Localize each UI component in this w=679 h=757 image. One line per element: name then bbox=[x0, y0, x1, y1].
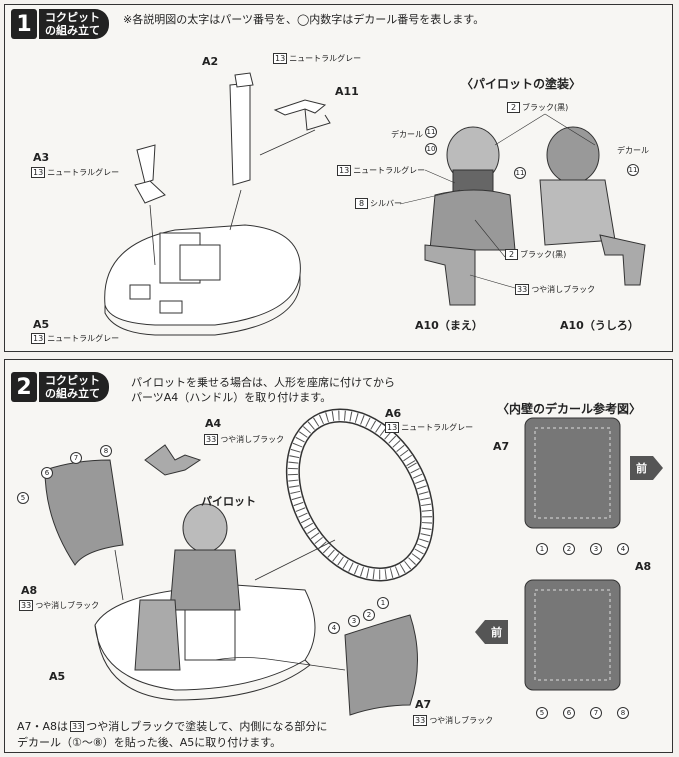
paint-a5: 13 ニュートラルグレー bbox=[31, 333, 119, 344]
bottom-line1-pre: A7・A8は bbox=[17, 720, 69, 733]
pilot-silver-num: 8 bbox=[355, 198, 368, 209]
step2-note-line1: パイロットを乗せる場合は、人形を座席に付けてから bbox=[131, 376, 395, 389]
pilot-paint-title: 〈パイロットの塗装〉 bbox=[461, 77, 582, 91]
part-a5-label: A5 bbox=[33, 318, 50, 331]
paint-a4-name: つや消しブラック bbox=[220, 435, 285, 444]
bottom-line1-num: 33 bbox=[70, 720, 85, 732]
pilot-black-top-num: 2 bbox=[507, 102, 520, 113]
pilot-flat-name: つや消しブラック bbox=[531, 285, 596, 294]
ref-a7-label: A7 bbox=[493, 440, 510, 453]
decal-circle: 5 bbox=[17, 492, 29, 504]
step2-title: コクピットの組み立て bbox=[39, 372, 109, 402]
bottom-line1-post: つや消しブラックで塗装して、内側になる部分に bbox=[86, 720, 328, 733]
pilot-black-top: 2 ブラック(黒) bbox=[507, 102, 568, 113]
decal-circle: 5 bbox=[536, 707, 548, 719]
part-a7-label: A7 bbox=[415, 698, 432, 711]
part-a11-label: A11 bbox=[335, 85, 359, 98]
ref-a8-label: A8 bbox=[635, 560, 652, 573]
pilot-black-bottom-num: 2 bbox=[505, 249, 518, 260]
step1-badge: 1 コクピットの組み立て bbox=[11, 9, 109, 39]
pilot-flat-num: 33 bbox=[515, 284, 530, 295]
part-a2-label: A2 bbox=[202, 55, 219, 68]
pilot-silver: 8 シルバー bbox=[355, 198, 402, 209]
front-arrow-left: 前 bbox=[475, 620, 508, 644]
part-a10-back-label: A10（うしろ） bbox=[560, 319, 639, 332]
step2-number: 2 bbox=[11, 372, 37, 402]
paint-a7: 33 つや消しブラック bbox=[413, 715, 493, 726]
decal-circle: 10 bbox=[425, 143, 437, 155]
decal-circle: 1 bbox=[536, 543, 548, 555]
decal-circle: 6 bbox=[41, 467, 53, 479]
decal-circle: 11 bbox=[627, 164, 639, 176]
decal-ref-title: 〈内壁のデカール参考図〉 bbox=[497, 402, 642, 416]
paint-a8: 33 つや消しブラック bbox=[19, 600, 99, 611]
step2-badge: 2 コクピットの組み立て bbox=[11, 372, 109, 402]
decal-circle: 2 bbox=[563, 543, 575, 555]
front-arrow-right: 前 bbox=[630, 456, 663, 480]
pilot-gray: 13 ニュートラルグレー bbox=[337, 165, 425, 176]
step2-illustration bbox=[44, 408, 621, 716]
step1-title: コクピットの組み立て bbox=[39, 9, 109, 39]
pilot-black-bottom-name: ブラック(黒) bbox=[520, 250, 567, 259]
decal-circle: 3 bbox=[590, 543, 602, 555]
decal-circle: 8 bbox=[617, 707, 629, 719]
step1-number: 1 bbox=[11, 9, 37, 39]
part-a5-label-2: A5 bbox=[49, 670, 66, 683]
step2-panel: 2 コクピットの組み立て パイロットを乗せる場合は、人形を座席に付けてから パー… bbox=[4, 359, 673, 753]
decal-circle: 7 bbox=[590, 707, 602, 719]
decal-circle: 8 bbox=[100, 445, 112, 457]
paint-a3-name: ニュートラルグレー bbox=[47, 168, 120, 177]
paint-a4: 33 つや消しブラック bbox=[204, 434, 284, 445]
paint-a2-num: 13 bbox=[273, 53, 288, 64]
paint-a5-num: 13 bbox=[31, 333, 46, 344]
paint-a6-num: 13 bbox=[385, 422, 400, 433]
part-a3-label: A3 bbox=[33, 151, 50, 164]
paint-a3: 13 ニュートラルグレー bbox=[31, 167, 119, 178]
pilot-gray-num: 13 bbox=[337, 165, 352, 176]
part-a10-front-label: A10（まえ） bbox=[415, 319, 483, 332]
paint-a6-name: ニュートラルグレー bbox=[401, 423, 474, 432]
step1-panel: 1 コクピットの組み立て ※各説明図の太字はパーツ番号を、◯内数字はデカール番号… bbox=[4, 4, 673, 352]
pilot-black-top-name: ブラック(黒) bbox=[522, 103, 569, 112]
decal-circle: 2 bbox=[363, 609, 375, 621]
paint-a8-name: つや消しブラック bbox=[35, 601, 100, 610]
decal-circle: 6 bbox=[563, 707, 575, 719]
decal-circle: 7 bbox=[70, 452, 82, 464]
paint-a5-name: ニュートラルグレー bbox=[47, 334, 120, 343]
paint-a7-name: つや消しブラック bbox=[429, 716, 494, 725]
step2-bottom-line1: A7・A8は 33 つや消しブラックで塗装して、内側になる部分に bbox=[17, 718, 327, 734]
paint-a2: 13 ニュートラルグレー bbox=[273, 53, 361, 64]
paint-a6: 13 ニュートラルグレー bbox=[385, 422, 473, 433]
part-a8-label: A8 bbox=[21, 584, 38, 597]
pilot-decal-left: デカール bbox=[391, 130, 423, 139]
paint-a7-num: 33 bbox=[413, 715, 428, 726]
decal-circle: 11 bbox=[514, 167, 526, 179]
decal-circle: 4 bbox=[328, 622, 340, 634]
paint-a3-num: 13 bbox=[31, 167, 46, 178]
decal-circle: 11 bbox=[425, 126, 437, 138]
front-label: 前 bbox=[485, 620, 508, 644]
pilot-decal-right: デカール bbox=[617, 146, 649, 155]
decal-circle: 4 bbox=[617, 543, 629, 555]
decal-circle: 3 bbox=[348, 615, 360, 627]
pilot-flat-black: 33 つや消しブラック bbox=[515, 284, 595, 295]
part-a6-label: A6 bbox=[385, 407, 402, 420]
paint-a4-num: 33 bbox=[204, 434, 219, 445]
step2-note-line2: パーツA4（ハンドル）を取り付けます。 bbox=[131, 391, 332, 404]
step1-note: ※各説明図の太字はパーツ番号を、◯内数字はデカール番号を表します。 bbox=[123, 13, 485, 26]
decal-circle: 1 bbox=[377, 597, 389, 609]
pilot-label: パイロット bbox=[201, 495, 256, 508]
part-a4-label: A4 bbox=[205, 417, 222, 430]
paint-a2-name: ニュートラルグレー bbox=[289, 54, 362, 63]
paint-a8-num: 33 bbox=[19, 600, 34, 611]
pilot-black-bottom: 2 ブラック(黒) bbox=[505, 249, 566, 260]
pilot-silver-name: シルバー bbox=[370, 199, 402, 208]
step1-illustration bbox=[104, 72, 646, 336]
step2-bottom-line2: デカール（①〜⑧）を貼った後、A5に取り付けます。 bbox=[17, 736, 282, 749]
pilot-gray-name: ニュートラルグレー bbox=[353, 166, 426, 175]
front-label: 前 bbox=[630, 456, 653, 480]
